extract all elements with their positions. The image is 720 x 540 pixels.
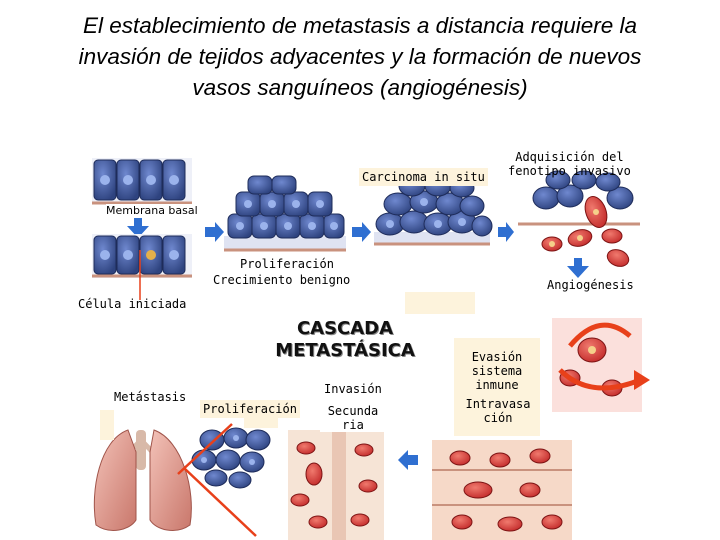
angiogenesis-vessel [552, 318, 650, 412]
title-line-3: vasos sanguíneos (angiogénesis) [192, 75, 528, 100]
cascade-line-1: CASCADA [296, 318, 394, 339]
label-metastasis: Metástasis [114, 390, 187, 404]
label-carcinoma-in-situ: Carcinoma in situ [359, 168, 488, 186]
label-evasion-line-1: Evasión [471, 350, 523, 364]
label-intravasacion: Intravasa ción [460, 397, 536, 425]
lungs-illustration [93, 410, 192, 531]
title-line-2: invasión de tejidos adyacentes y la form… [78, 44, 642, 69]
label-intravasa-line-1: Intravasa [465, 397, 531, 411]
initiated-epithelium [92, 234, 192, 278]
invasive-phenotype [518, 170, 640, 267]
label-secunda-line-1: Secunda [327, 404, 379, 418]
arrow-right-icon [205, 222, 224, 242]
page-title: El establecimiento de metastasis a dista… [0, 10, 720, 103]
label-proliferacion: Proliferación [240, 257, 334, 271]
label-membrana-basal: Membrana basal [106, 204, 198, 218]
label-celula-iniciada: Célula iniciada [78, 297, 187, 311]
normal-epithelium [92, 158, 192, 205]
cascade-heading: CASCADA METASTÁSICA [250, 318, 440, 362]
label-evasion-inmune: Evasión sistema inmune [462, 350, 532, 392]
evasion-box [454, 338, 540, 436]
benign-growth [224, 175, 346, 252]
label-proliferacion-secundaria: Proliferación [200, 400, 300, 418]
arrow-down-icon [567, 258, 589, 278]
carcinoma-in-situ [374, 175, 493, 246]
label-evasion-line-2: sistema [471, 364, 523, 378]
label-adquisicion-line-1: Adquisición del [515, 150, 624, 164]
metastasis-pointer-lines [177, 423, 257, 537]
secondary-proliferation [191, 416, 278, 489]
label-evasion-line-3: inmune [475, 378, 519, 392]
label-secundaria: Secunda ria [320, 404, 386, 432]
label-angiogenesis: Angiogénesis [547, 278, 634, 292]
cascade-box-bg [405, 292, 475, 314]
title-line-1: El establecimiento de metastasis a dista… [82, 13, 638, 38]
bloodstream-vessel [432, 440, 572, 540]
cascade-line-2: METASTÁSICA [275, 340, 415, 361]
arrow-right-icon [352, 222, 371, 242]
label-adquisicion-line-2: fenotipo invasivo [508, 164, 631, 178]
arrow-right-icon [498, 222, 514, 242]
secondary-invasion-vessel [288, 430, 384, 540]
label-invasion: Invasión [324, 382, 382, 396]
label-crecimiento-benigno: Crecimiento benigno [213, 273, 351, 287]
arrow-down-icon [127, 216, 149, 238]
label-intravasa-line-2: ción [483, 411, 513, 425]
arrow-left-icon [398, 450, 418, 470]
label-invasive-phenotype: Adquisición del fenotipo invasivo [508, 150, 631, 178]
label-secunda-line-2: ria [342, 418, 364, 432]
